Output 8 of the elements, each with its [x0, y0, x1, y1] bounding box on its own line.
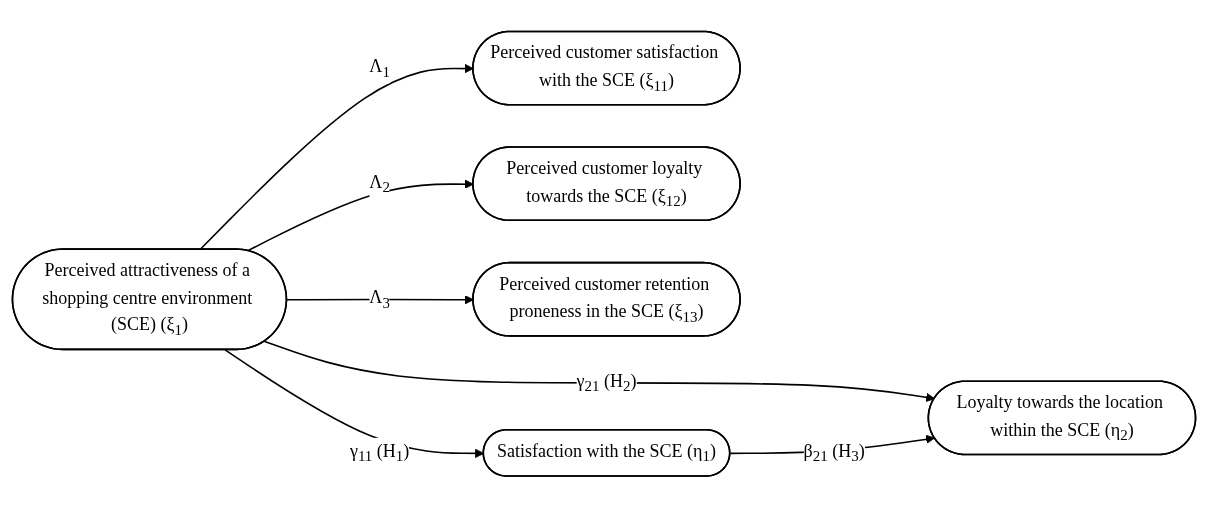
path-diagram: Λ$_{1}$ Λ$_{2}$ Λ$_{3}$ γ$_{11}$ (H$_{1}$) γ$_{21}$ (H$_{2}$) β$_{21}$ (H$_{3}$) Perceived customer satisfaction with the SCE (ξ$_{11}$) Perceived customer loyalty towards the SCE (ξ$_{12}$) Perceived customer retention proneness in the SCE (ξ$_{13}$) Perceived attractiveness of a shopping centre environment (SCE) (ξ$_{1}$) Satisfaction with the SCE (η$_{1}$) Loyalty towards the location within the SCE (η$_{2}$)	[4, 23, 1204, 485]
edge-label: Λ$_{2}$	[369, 171, 390, 196]
edge-label: Λ$_{1}$	[369, 56, 390, 81]
edge-label: β$_{21}$ (H$_{3}$)	[803, 441, 865, 465]
edge-label: γ$_{21}$ (H$_{2}$)	[576, 371, 637, 395]
edge-label: γ$_{11}$ (H$_{1}$)	[349, 441, 410, 465]
arrow	[286, 295, 474, 305]
edge-label: Λ$_{3}$	[369, 287, 390, 312]
